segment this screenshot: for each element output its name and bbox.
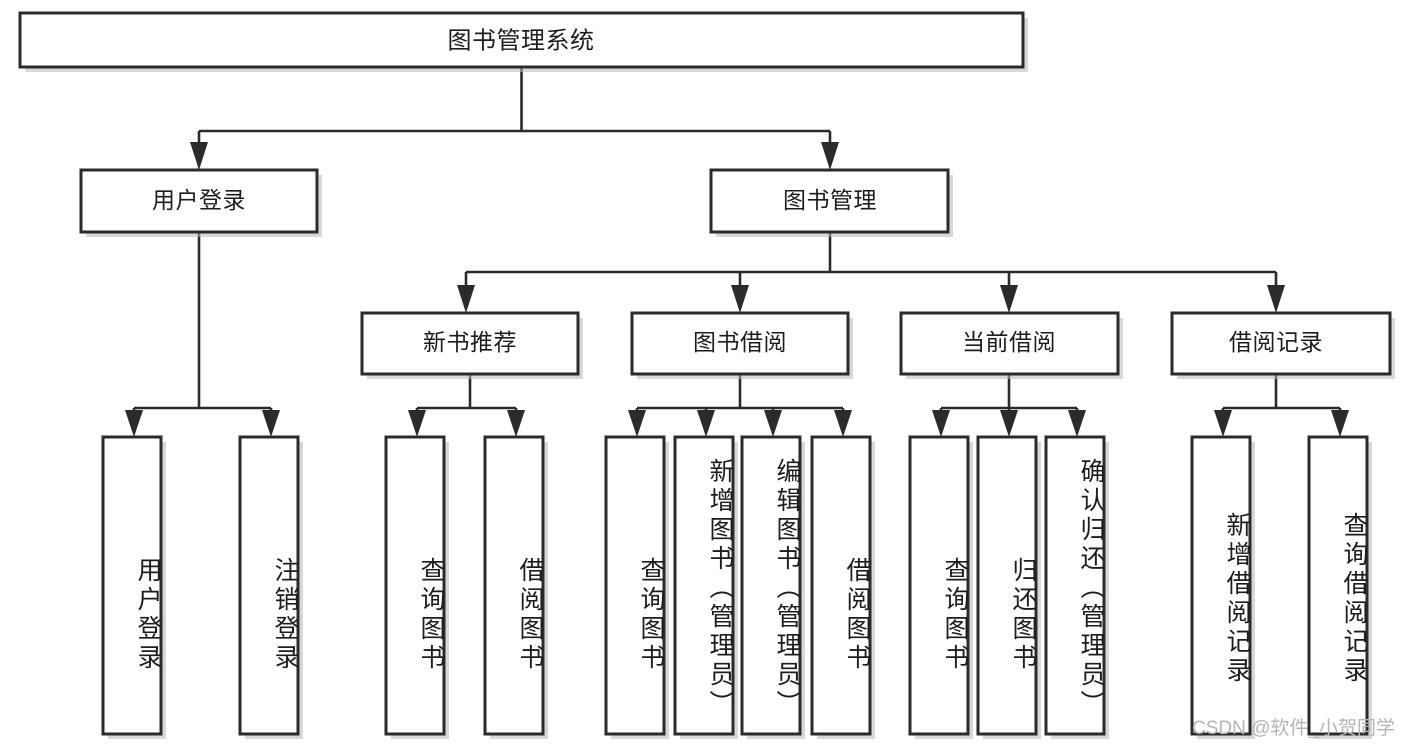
arrow-bookmgmt-borrow (731, 285, 749, 313)
level2-node-label-book-management: 图书管理 (783, 187, 877, 213)
leaf-node-box-query-books-current[interactable] (908, 435, 970, 736)
arrow-current-leaf-2 (1000, 410, 1018, 437)
leaf-node-label-add-book-admin: 新增图书（管理员） (706, 457, 734, 719)
level3-node-label-book-borrowing: 图书借阅 (693, 329, 787, 355)
leaf-node-label-user-login: 用户登录 (134, 557, 162, 673)
leaf-node-box-confirm-return-admin[interactable] (1044, 435, 1106, 736)
leaf-node-label-logout: 注销登录 (271, 557, 299, 673)
leaf-node-label-return-books: 归还图书 (1009, 557, 1037, 673)
arrow-newbooks-leaf-1 (408, 410, 426, 437)
leaf-node-label-confirm-return-admin: 确认归还（管理员） (1077, 457, 1105, 719)
arrow-current-leaf-3 (1068, 410, 1086, 437)
level3-node-box-current-borrowing[interactable] (899, 311, 1120, 376)
leaf-node-box-user-login[interactable] (101, 435, 163, 736)
leaf-node-box-query-books-borrow[interactable] (604, 435, 666, 736)
arrow-newbooks-leaf-2 (507, 410, 525, 437)
level3-node-box-book-borrowing[interactable] (630, 311, 850, 376)
level3-node-label-new-book-recommendation: 新书推荐 (423, 329, 517, 355)
connector-layer (125, 67, 1349, 437)
root-node-box[interactable] (18, 11, 1025, 69)
arrow-records-leaf-2 (1331, 410, 1349, 437)
leaf-node-box-borrow-books-newbooks[interactable] (483, 435, 545, 736)
arrow-bookmgmt-current (1000, 285, 1018, 313)
arrow-bookmgmt-records (1267, 285, 1285, 313)
level2-node-box-user-login[interactable] (79, 168, 319, 234)
leaf-node-label-query-books-borrow: 查询图书 (637, 557, 665, 673)
level2-node-box-book-management[interactable] (709, 168, 950, 234)
leaf-node-label-edit-book-admin: 编辑图书（管理员） (773, 457, 801, 719)
leaf-node-box-query-books-newbooks[interactable] (384, 435, 446, 736)
level3-node-box-new-book-recommendation[interactable] (360, 311, 580, 376)
arrow-bookmgmt-new-books (457, 285, 475, 313)
arrow-borrow-leaf-1 (628, 410, 646, 437)
leaf-node-label-add-borrow-record: 新增借阅记录 (1223, 511, 1251, 686)
level3-node-box-borrow-records[interactable] (1170, 311, 1392, 376)
arrow-current-leaf-1 (932, 410, 950, 437)
node-layer: 图书管理系统 用户登录 图书管理 新书推荐 图书借阅 当前借阅 借阅记录 (18, 11, 1395, 739)
leaf-node-box-borrow-books-borrow[interactable] (810, 435, 872, 736)
leaf-node-label-borrow-books-newbooks: 借阅图书 (516, 557, 544, 673)
leaf-node-label-borrow-books-borrow: 借阅图书 (843, 557, 871, 673)
leaf-node-label-query-books-newbooks: 查询图书 (417, 557, 445, 673)
arrow-borrow-leaf-2 (697, 410, 715, 437)
leaf-node-box-edit-book-admin[interactable] (740, 435, 802, 736)
root-node-label: 图书管理系统 (448, 27, 595, 54)
arrow-borrow-leaf-3 (764, 410, 782, 437)
leaf-node-box-add-borrow-record[interactable] (1190, 435, 1252, 736)
leaf-node-box-logout[interactable] (238, 435, 300, 736)
arrow-userlogin-leaf-2 (262, 410, 280, 437)
leaf-node-box-add-book-admin[interactable] (673, 435, 735, 736)
leaf-node-box-query-borrow-record[interactable] (1307, 435, 1369, 736)
arrow-root-to-book-mgmt (821, 142, 839, 170)
leaf-node-label-query-books-current: 查询图书 (941, 557, 969, 673)
level3-node-label-current-borrowing: 当前借阅 (962, 329, 1056, 355)
leaf-node-label-query-borrow-record: 查询借阅记录 (1340, 511, 1368, 686)
level2-node-label-user-login: 用户登录 (152, 187, 246, 213)
arrow-userlogin-leaf-1 (125, 410, 143, 437)
watermark-text: CSDN @软件_小贺同学 (1192, 718, 1395, 739)
arrow-borrow-leaf-4 (834, 410, 852, 437)
arrow-records-leaf-1 (1214, 410, 1232, 437)
level3-node-label-borrow-records: 借阅记录 (1229, 329, 1323, 355)
leaf-node-box-return-books[interactable] (976, 435, 1038, 736)
arrow-root-to-user-login (190, 142, 208, 170)
